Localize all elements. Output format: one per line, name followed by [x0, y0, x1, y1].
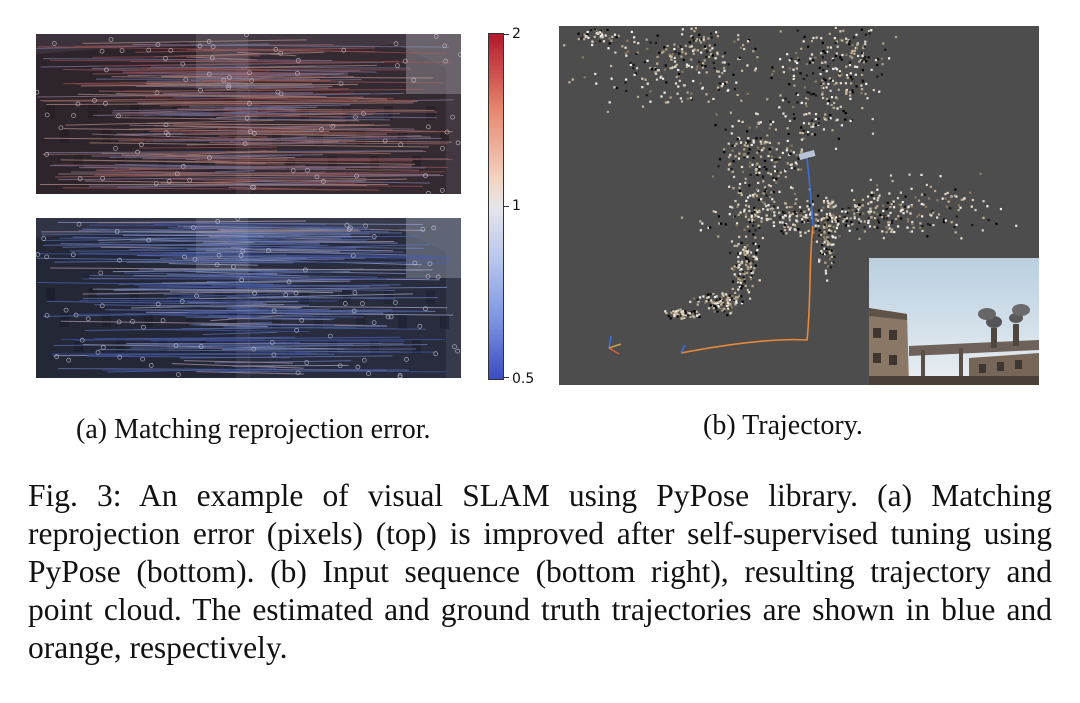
- subcaption-trajectory: (b) Trajectory.: [703, 410, 863, 441]
- subcaption-matching-reprojection-error: (a) Matching reprojection error.: [76, 414, 431, 445]
- reprojection-error-colorbar: [488, 33, 504, 380]
- colorbar-tick-mark: [503, 377, 509, 378]
- figure-caption-text: An example of visual SLAM using PyPose l…: [28, 478, 1052, 665]
- figure-caption: Fig. 3: An example of visual SLAM using …: [28, 477, 1052, 667]
- matching-image-bottom: [36, 218, 461, 378]
- matching-image-top: [36, 34, 461, 194]
- colorbar-tick-label-middle: 1: [512, 198, 521, 214]
- trajectory-point-cloud-view: [559, 26, 1039, 385]
- colorbar-tick-mark: [503, 206, 509, 207]
- colorbar-tick-label-top: 2: [512, 26, 521, 42]
- figure-label: Fig. 3:: [28, 478, 122, 513]
- colorbar-tick-label-bottom: 0.5: [512, 371, 535, 387]
- input-sequence-inset-image: [869, 258, 1039, 385]
- colorbar-tick-mark: [503, 34, 509, 35]
